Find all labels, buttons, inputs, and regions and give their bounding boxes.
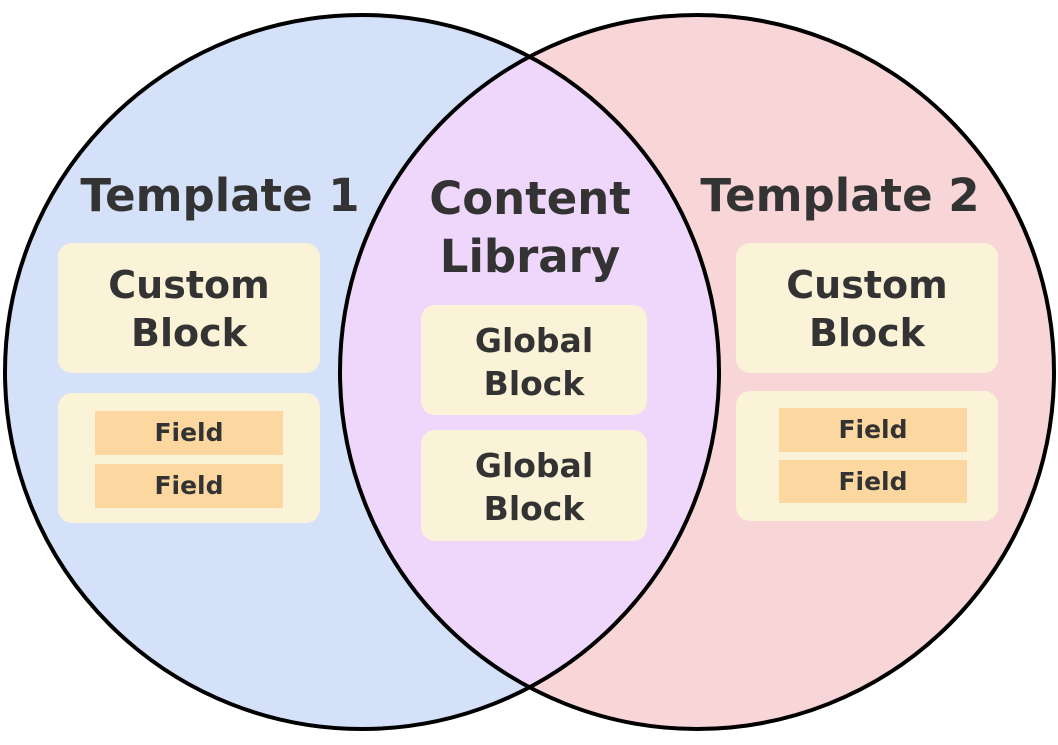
global-block: Global Block [421, 305, 647, 415]
template-1-title: Template 1 [80, 169, 360, 222]
template-2-title: Template 2 [700, 169, 980, 222]
template-2-custom-block: Custom Block [736, 243, 998, 373]
template-1-fields-block: Field Field [58, 393, 320, 523]
left-circle-outline [3, 13, 721, 731]
global-block-label: Global Block [474, 446, 594, 528]
field-item: Field [779, 408, 967, 452]
field-item: Field [95, 464, 283, 508]
content-library-title: Content Library [429, 172, 631, 283]
field-item: Field [779, 460, 967, 503]
custom-block-label: Custom Block [108, 263, 270, 355]
custom-block-label: Custom Block [786, 263, 948, 355]
template-1-custom-block: Custom Block [58, 243, 320, 373]
global-block: Global Block [421, 430, 647, 541]
global-block-label: Global Block [474, 321, 594, 403]
field-item: Field [95, 411, 283, 455]
overlap-region [340, 15, 719, 729]
template-2-fields-block: Field Field [736, 391, 998, 521]
right-circle-outline [338, 13, 1056, 731]
